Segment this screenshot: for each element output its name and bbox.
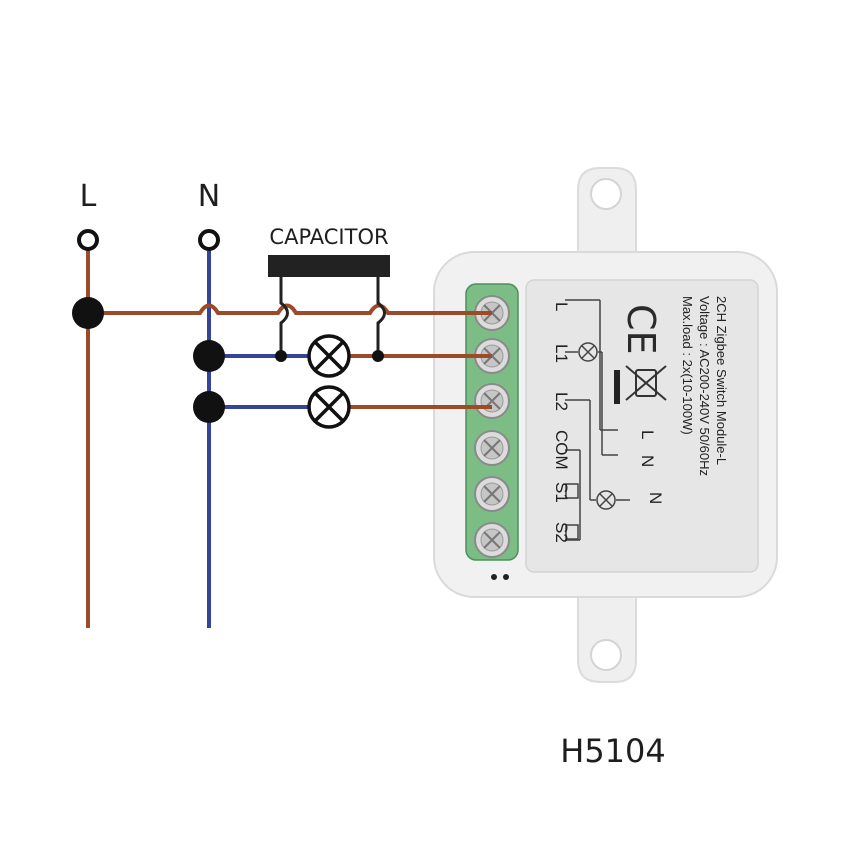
terminal-screw-s2	[474, 522, 510, 558]
live-supply-terminal	[77, 229, 99, 251]
led-indicator	[503, 574, 509, 580]
terminal-screw-com	[474, 430, 510, 466]
terminal-label-l2: L2	[552, 392, 571, 411]
terminal-label-s1: S1	[552, 482, 571, 503]
neutral-supply-terminal	[198, 229, 220, 251]
ce-mark: CE	[619, 304, 663, 355]
weee-bar	[614, 370, 620, 404]
label-line-3: Max.load : 2x(10-100W)	[680, 296, 695, 435]
terminal-labels: L L1 L2 COM S1 S2	[552, 302, 571, 543]
schematic-label-n: N	[638, 455, 657, 467]
terminal-screw-s1	[474, 476, 510, 512]
neutral-label: N	[198, 179, 220, 214]
lamp-2-icon	[307, 385, 351, 429]
label-schematic	[565, 299, 630, 541]
label-lamp-icon	[578, 342, 616, 510]
bottom-mounting-hole	[590, 639, 622, 671]
capacitor-junction-right	[372, 350, 384, 362]
ce-mark-text: CE	[619, 304, 663, 355]
terminal-screws	[474, 295, 510, 558]
schematic-label-l: L	[638, 430, 657, 439]
live-junction-node	[72, 297, 104, 329]
led-indicator	[491, 574, 497, 580]
top-mounting-hole	[590, 178, 622, 210]
capacitor-junction-left	[275, 350, 287, 362]
model-number: H5104	[560, 732, 666, 770]
neutral-junction-node-2	[193, 391, 225, 423]
lamp-1-icon	[307, 334, 351, 378]
capacitor-body	[268, 255, 390, 277]
capacitor-left-lead	[279, 275, 289, 356]
label-line-2: Voltage : AC200-240V 50/60Hz	[697, 296, 712, 476]
terminal-label-s2: S2	[552, 522, 571, 543]
terminal-screw-l2	[474, 383, 510, 419]
schematic-label-n-2: N	[646, 492, 665, 504]
terminal-label-com: COM	[552, 430, 571, 470]
live-label: L	[80, 179, 97, 214]
weee-bin-icon	[625, 365, 667, 401]
terminal-label-l: L	[552, 302, 571, 311]
capacitor-label: CAPACITOR	[269, 225, 388, 249]
label-line-1: 2CH Zigbee Switch Module-L	[714, 296, 729, 465]
terminal-label-l1: L1	[552, 344, 571, 363]
neutral-junction-node-1	[193, 340, 225, 372]
capacitor-right-lead	[376, 275, 386, 356]
live-to-terminal-l-wire	[88, 303, 492, 315]
module-label-text: 2CH Zigbee Switch Module-L Voltage : AC2…	[680, 296, 729, 476]
